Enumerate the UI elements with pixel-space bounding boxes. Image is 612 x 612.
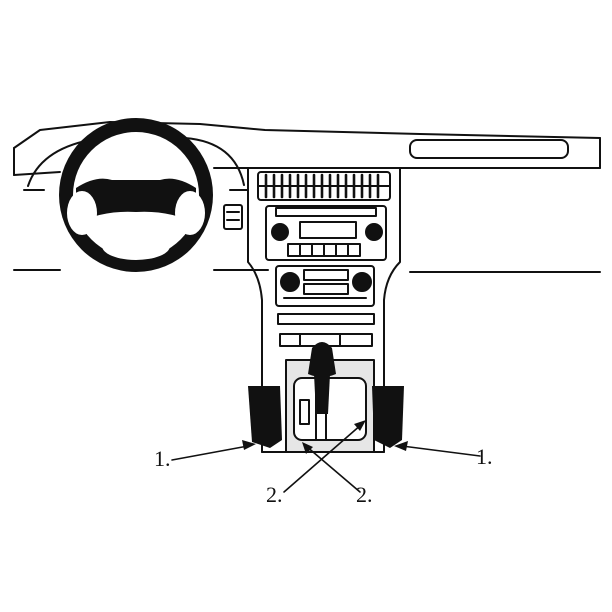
callout-label-left-2: 2. — [266, 482, 283, 507]
callout-label-right-1: 1. — [476, 444, 493, 469]
climate-control — [275, 265, 375, 307]
dash-vent-right — [409, 139, 569, 159]
callout-arrows — [171, 420, 481, 493]
mount-bracket-right — [372, 386, 404, 448]
callout-label-right-2: 2. — [356, 482, 373, 507]
dash-switch — [223, 204, 243, 230]
console-switch-row — [277, 313, 375, 325]
dashboard-outline — [13, 121, 601, 273]
gear-shifter — [285, 342, 375, 453]
mount-bracket-left — [248, 386, 282, 448]
steering-wheel — [59, 118, 213, 272]
radio-unit — [265, 205, 387, 261]
callout-label-left-1: 1. — [154, 446, 171, 471]
